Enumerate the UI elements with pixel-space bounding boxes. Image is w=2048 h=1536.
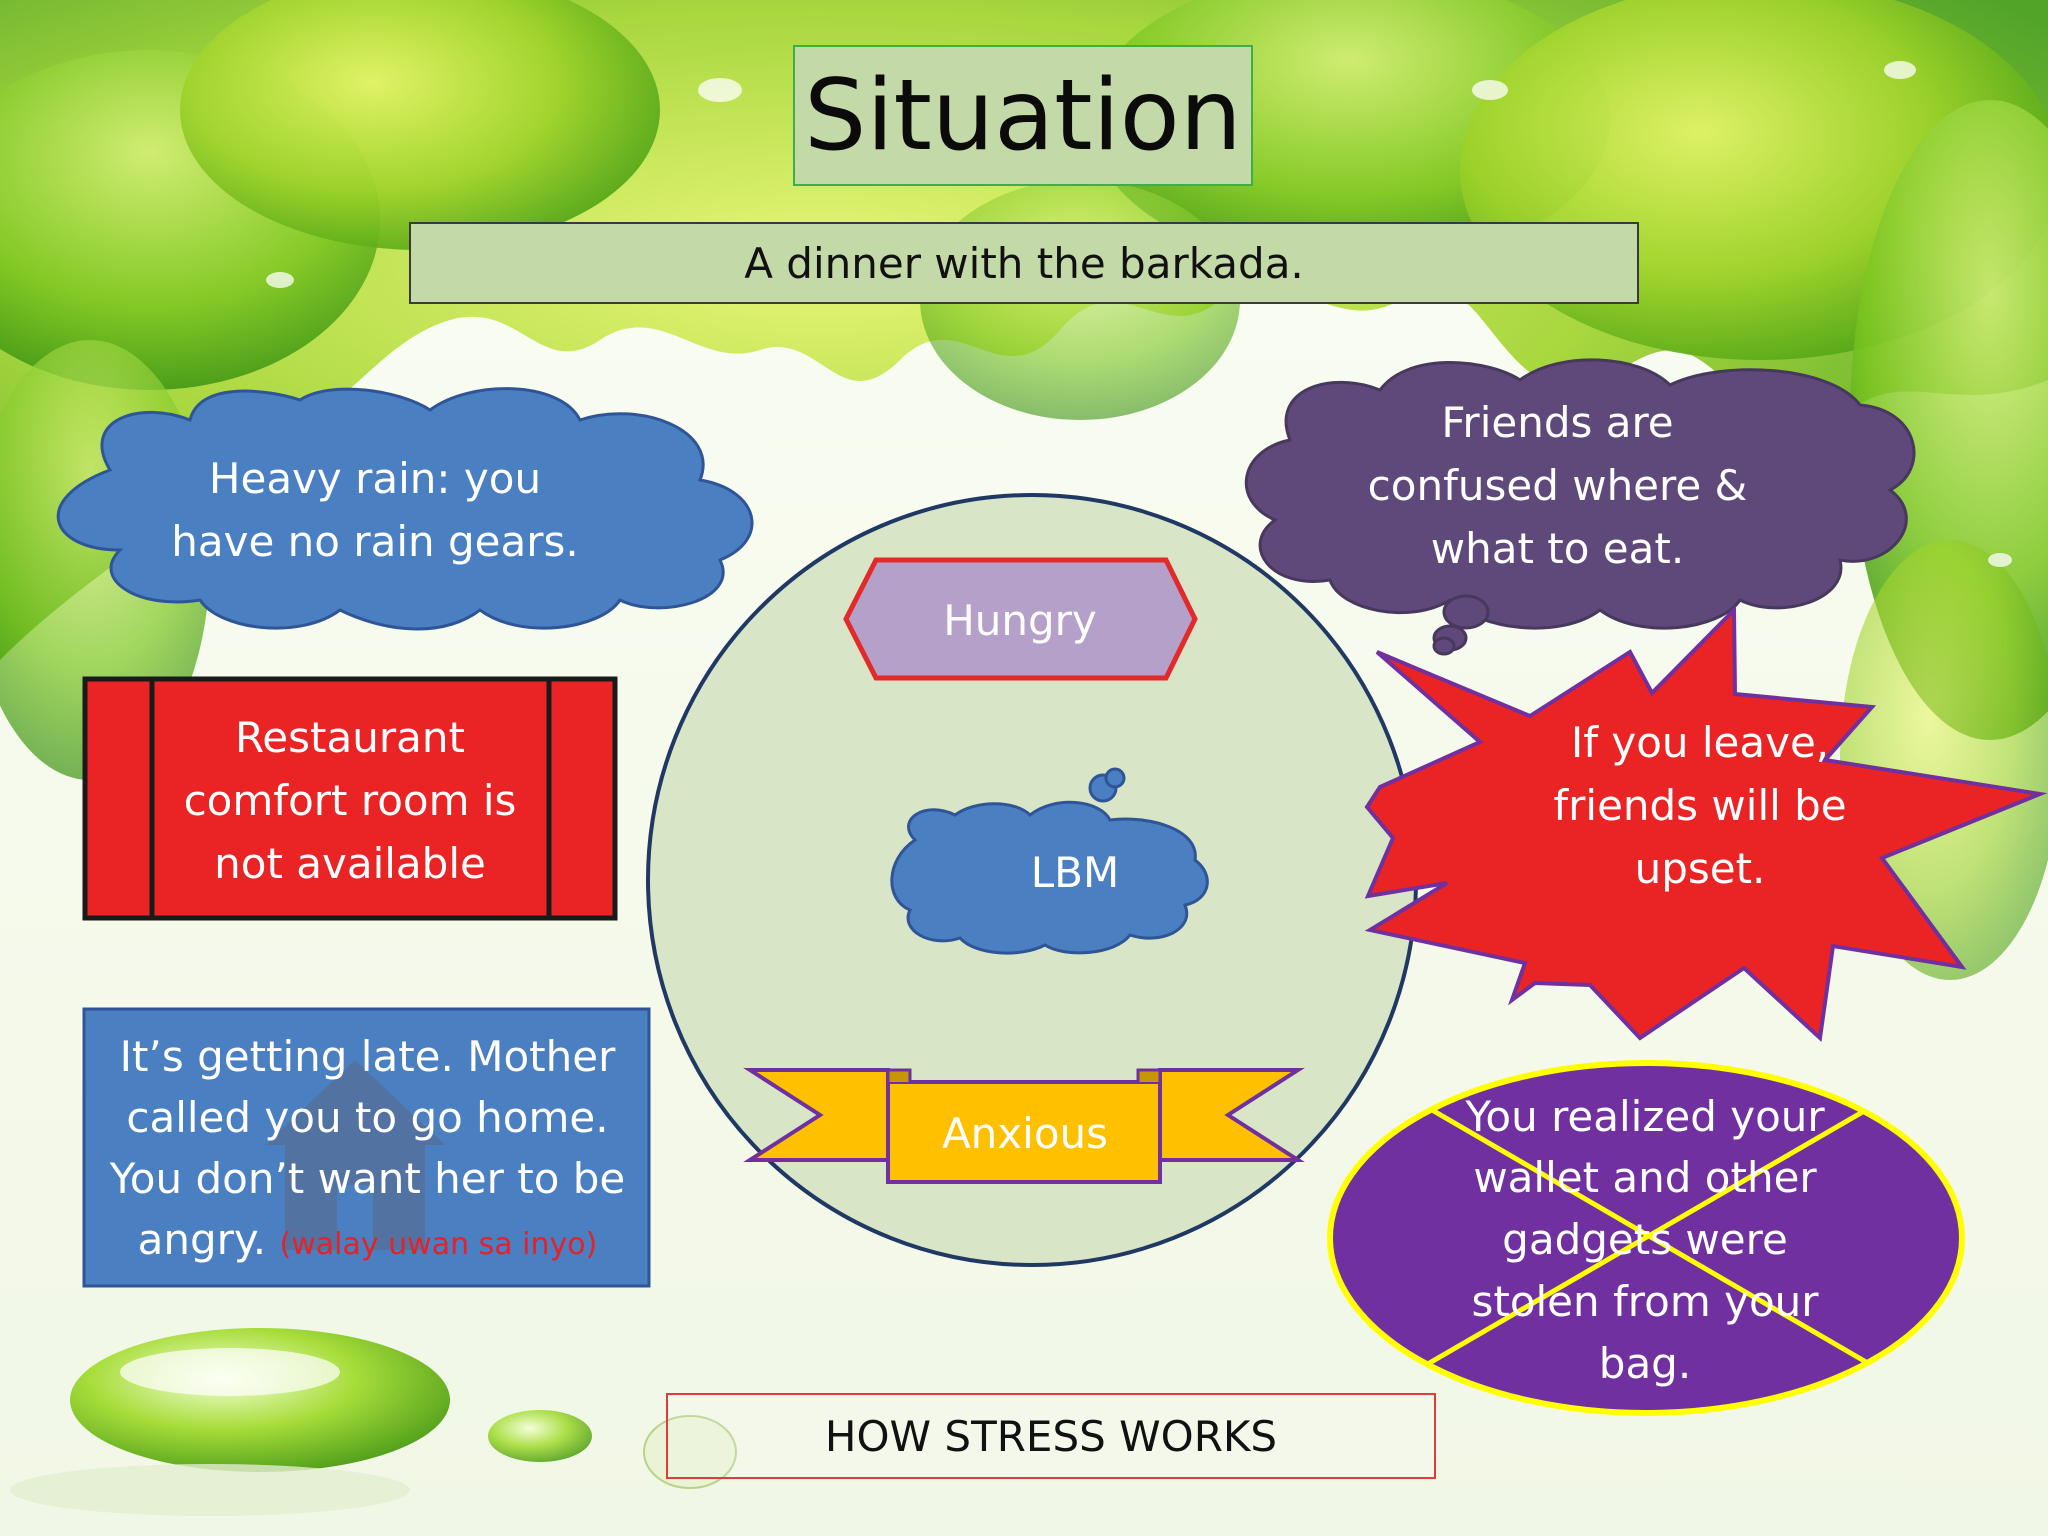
anxious-text: Anxious <box>941 1108 1109 1158</box>
lbm-label: LBM <box>1010 835 1140 910</box>
rain-cloud-shape <box>56 387 754 631</box>
footer-box: HOW STRESS WORKS <box>666 1393 1436 1479</box>
friends-cloud-shape <box>1244 358 1916 630</box>
hungry-text: Hungry <box>943 595 1097 645</box>
leave-line-3: upset. <box>1634 843 1766 893</box>
restroom-line-1: Restaurant <box>235 712 465 762</box>
wallet-line-1: You realized your <box>1465 1091 1825 1141</box>
wallet-line-2: wallet and other <box>1473 1153 1817 1203</box>
slide-subtitle: A dinner with the barkada. <box>744 238 1304 288</box>
subtitle-box: A dinner with the barkada. <box>409 222 1639 304</box>
mother-line-2: called you to go home. <box>126 1093 609 1143</box>
leave-label: If you leave, friends will be upset. <box>1510 710 1890 900</box>
footer-text: HOW STRESS WORKS <box>824 1411 1278 1461</box>
restroom-line-2: comfort room is <box>183 775 517 825</box>
restroom-line-3: not available <box>214 838 486 888</box>
rain-label: Heavy rain: you have no rain gears. <box>140 435 610 585</box>
lbm-cloud-shape <box>890 800 1209 955</box>
restroom-box <box>82 676 618 921</box>
leave-starburst <box>1364 605 2048 1043</box>
leave-line-2: friends will be <box>1553 780 1847 830</box>
wallet-line-3: gadgets were <box>1502 1215 1788 1265</box>
friends-confused-label: Friends are confused where & what to eat… <box>1320 390 1795 580</box>
mother-note: (walay uwan sa inyo) <box>279 1226 598 1262</box>
leave-line-1: If you leave, <box>1570 717 1830 767</box>
wallet-label: You realized your wallet and other gadge… <box>1400 1085 1890 1395</box>
wallet-line-4: stolen from your <box>1471 1276 1819 1326</box>
cross-line-2 <box>1424 1107 1868 1368</box>
hungry-hexagon <box>843 557 1198 681</box>
rain-line-2: have no rain gears. <box>171 517 579 566</box>
mother-line-3: You don’t want her to be <box>109 1154 626 1203</box>
wallet-line-5: bag. <box>1598 1338 1692 1388</box>
lbm-text: LBM <box>1030 848 1120 897</box>
mother-line-1: It’s getting late. Mother <box>119 1032 616 1082</box>
mother-line-4: angry. <box>137 1214 267 1264</box>
rain-line-1: Heavy rain: you <box>208 454 542 503</box>
anxious-ribbon <box>743 1068 1305 1184</box>
restroom-label: Restaurant comfort room is not available <box>155 700 545 900</box>
title-box: Situation <box>793 45 1253 186</box>
friends-line-3: what to eat. <box>1430 523 1685 573</box>
house-icon <box>265 1060 445 1250</box>
mother-label: It’s getting late. Mother called you to … <box>90 1018 645 1280</box>
friends-line-2: confused where & <box>1367 460 1748 510</box>
hungry-label: Hungry <box>860 580 1180 660</box>
anxious-label: Anxious <box>890 1093 1160 1173</box>
slide-title: Situation <box>804 58 1242 173</box>
friends-line-1: Friends are <box>1441 397 1674 447</box>
